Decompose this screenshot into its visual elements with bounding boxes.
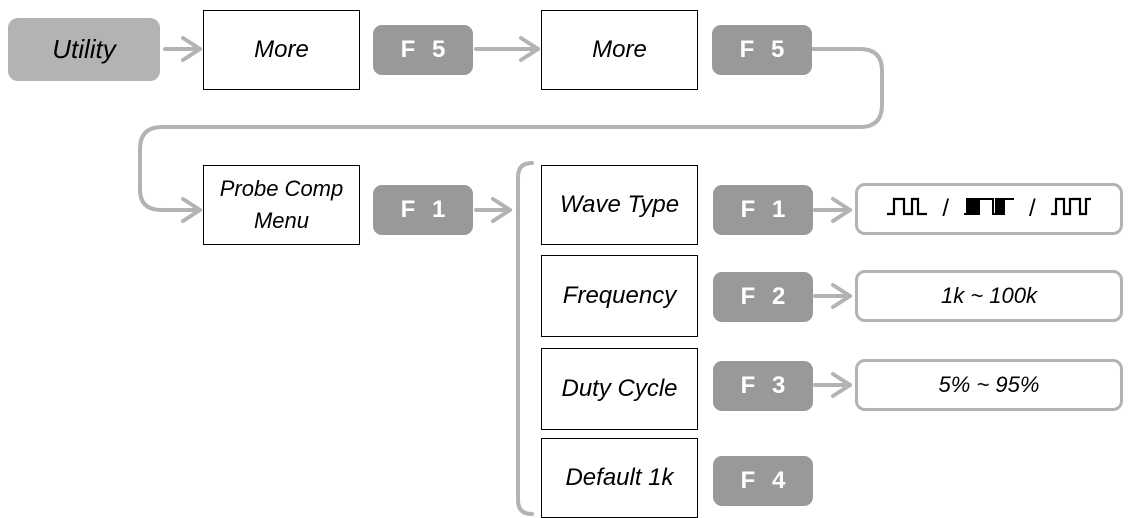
more-menu-box-1: More <box>203 10 360 90</box>
f2-key-frequency[interactable]: F 2 <box>713 272 813 322</box>
probe-comp-menu-box: Probe Comp Menu <box>203 165 360 245</box>
frequency-range-box: 1k ~ 100k <box>855 270 1123 322</box>
duty-cycle-box: Duty Cycle <box>541 348 698 430</box>
wave-type-options: / / <box>855 183 1123 235</box>
wave-separator-2: / <box>1029 195 1036 222</box>
utility-key[interactable]: Utility <box>8 18 160 81</box>
square-wave-normal-icon <box>886 195 928 224</box>
square-wave-dense-icon <box>963 195 1015 224</box>
default-1k-box: Default 1k <box>541 438 698 518</box>
f5-key-1[interactable]: F 5 <box>373 25 473 75</box>
f1-key-probe[interactable]: F 1 <box>373 185 473 235</box>
f3-key-duty-cycle[interactable]: F 3 <box>713 361 813 411</box>
wave-separator-1: / <box>942 195 949 222</box>
f5-key-2[interactable]: F 5 <box>712 25 812 75</box>
frequency-box: Frequency <box>541 255 698 337</box>
wave-type-box: Wave Type <box>541 165 698 245</box>
duty-cycle-range-box: 5% ~ 95% <box>855 359 1123 411</box>
square-wave-alt-icon <box>1050 195 1092 224</box>
f1-key-wave-type[interactable]: F 1 <box>713 185 813 235</box>
more-menu-box-2: More <box>541 10 698 90</box>
f4-key-default[interactable]: F 4 <box>713 456 813 506</box>
